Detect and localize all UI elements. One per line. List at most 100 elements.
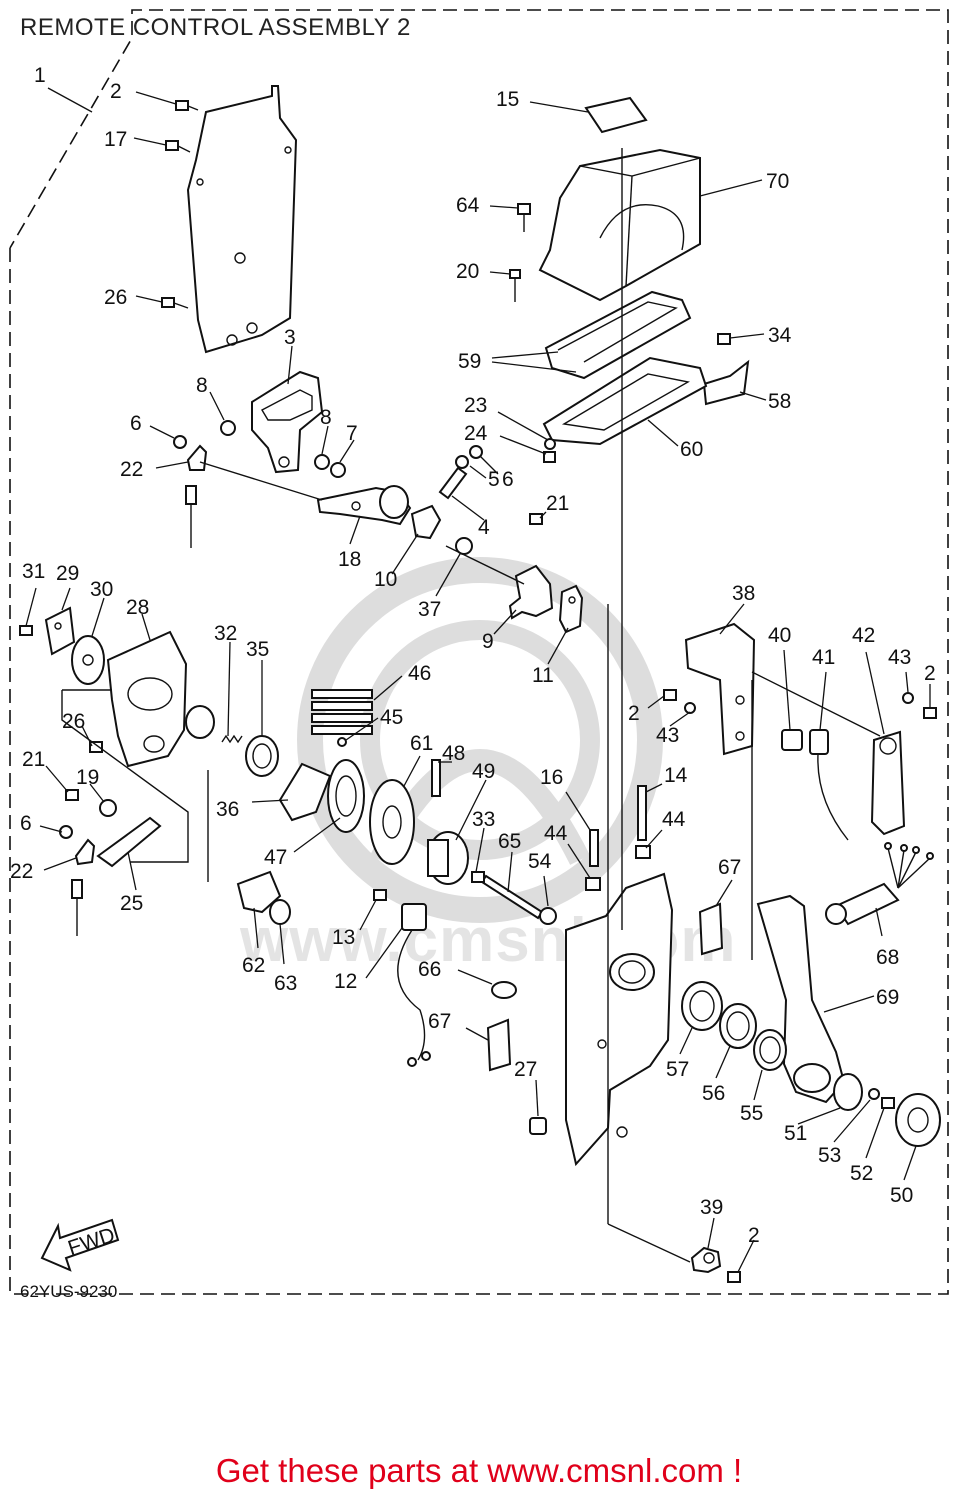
stud-14 [637, 785, 647, 841]
washer-51 [833, 1073, 863, 1111]
callout-6c: 6 [20, 812, 32, 835]
axis-clamp [607, 1223, 691, 1263]
screw-17 [165, 140, 191, 153]
screw-34 [717, 333, 731, 345]
callout-43: 43 [888, 646, 911, 669]
callout-45: 45 [380, 706, 403, 729]
callout-25: 25 [120, 892, 143, 915]
pin-48 [431, 759, 441, 797]
callout-2b: 2 [924, 662, 936, 685]
screw-26-lower [89, 741, 103, 753]
collar-54 [539, 907, 557, 925]
plate-58 [702, 359, 750, 406]
screw-2-right [923, 707, 937, 719]
pin-22-lower [71, 879, 83, 936]
screw-2-mid [663, 689, 677, 701]
screw-31 [19, 625, 33, 636]
callout-33: 33 [472, 808, 495, 831]
callout-64: 64 [456, 194, 480, 217]
washer-53 [868, 1088, 880, 1100]
collar-10 [410, 504, 442, 540]
detent-36 [278, 762, 332, 822]
stud-16 [589, 829, 599, 867]
callout-70: 70 [766, 170, 789, 193]
nut-24 [543, 451, 556, 463]
clip-22-lower [74, 838, 96, 866]
document-code: 62YUS-9230 [20, 1282, 118, 1301]
parts-store-link[interactable]: Get these parts at www.cmsnl.com ! [215, 1452, 743, 1489]
callout-44: 44 [544, 822, 568, 845]
spring-35 [245, 735, 279, 777]
switch-49 [427, 831, 469, 885]
callout-9: 9 [482, 630, 494, 653]
screw-26-top [161, 297, 189, 309]
mounting-plate [186, 85, 298, 354]
wiring-harness-68 [825, 842, 934, 926]
callout-54: 54 [528, 850, 552, 873]
callout-59: 59 [458, 350, 481, 373]
control-housing [565, 872, 674, 1167]
callout-17: 17 [104, 128, 127, 151]
callout-62: 62 [242, 954, 265, 977]
callout-19: 19 [76, 766, 99, 789]
pad-67-right [698, 902, 724, 956]
callout-2c: 2 [628, 702, 640, 725]
bushing-57 [681, 981, 723, 1031]
callout-52: 52 [850, 1162, 873, 1185]
control-handle-38 [684, 622, 756, 756]
callout-57: 57 [666, 1058, 689, 1081]
callout-35: 35 [246, 638, 269, 661]
callout-36: 36 [216, 798, 239, 821]
plug-66 [491, 981, 517, 999]
lock-plate-9 [508, 564, 554, 620]
callout-5: 5 [488, 468, 500, 491]
cover-base-59 [544, 290, 692, 380]
screw-13 [373, 889, 387, 901]
nut-44-left [585, 877, 601, 891]
callout-8: 8 [196, 374, 208, 397]
callout-6: 6 [130, 412, 142, 435]
axis-shaft-2 [445, 545, 525, 585]
callout-11: 11 [532, 664, 554, 687]
callout-16: 16 [540, 766, 563, 789]
callout-67: 67 [428, 1010, 451, 1033]
axis-handle [751, 671, 881, 737]
ring-47 [327, 759, 365, 833]
screw-33 [471, 871, 485, 883]
callout-31: 31 [22, 560, 45, 583]
callout-32: 32 [214, 622, 237, 645]
callout-3: 3 [284, 326, 296, 349]
assembly-boundary [9, 9, 949, 1295]
screw-2-bottom [727, 1271, 741, 1283]
callout-53: 53 [818, 1144, 841, 1167]
group-outline-left [61, 689, 189, 863]
bolt-21-upper [529, 513, 543, 525]
callout-14: 14 [664, 764, 688, 787]
axis-shaft [199, 461, 323, 501]
page-title: REMOTE CONTROL ASSEMBLY 2 [20, 14, 411, 41]
callout-21: 21 [546, 492, 569, 515]
link-25 [96, 816, 162, 868]
callout-60: 60 [680, 438, 703, 461]
callout-10: 10 [374, 568, 397, 591]
washer-6-mid [469, 445, 483, 459]
callout-49: 49 [472, 760, 495, 783]
callout-43b: 43 [656, 724, 679, 747]
switch-40 [781, 729, 803, 751]
callout-46: 46 [408, 662, 431, 685]
callout-40: 40 [768, 624, 791, 647]
screw-43-right [902, 692, 914, 704]
callout-55: 55 [740, 1102, 763, 1125]
callout-6b: 6 [502, 468, 514, 491]
callout-26: 26 [104, 286, 127, 309]
bolt-21-lower [65, 789, 79, 801]
cable-clamp-39 [690, 1246, 722, 1274]
callout-63: 63 [274, 972, 297, 995]
callout-44b: 44 [662, 808, 686, 831]
switch-12 [397, 903, 431, 1067]
screw-64 [517, 203, 531, 232]
spring-32 [221, 734, 243, 744]
switch-41 [809, 729, 849, 841]
shift-arm-18 [316, 485, 412, 526]
screw-2-top [175, 100, 199, 111]
